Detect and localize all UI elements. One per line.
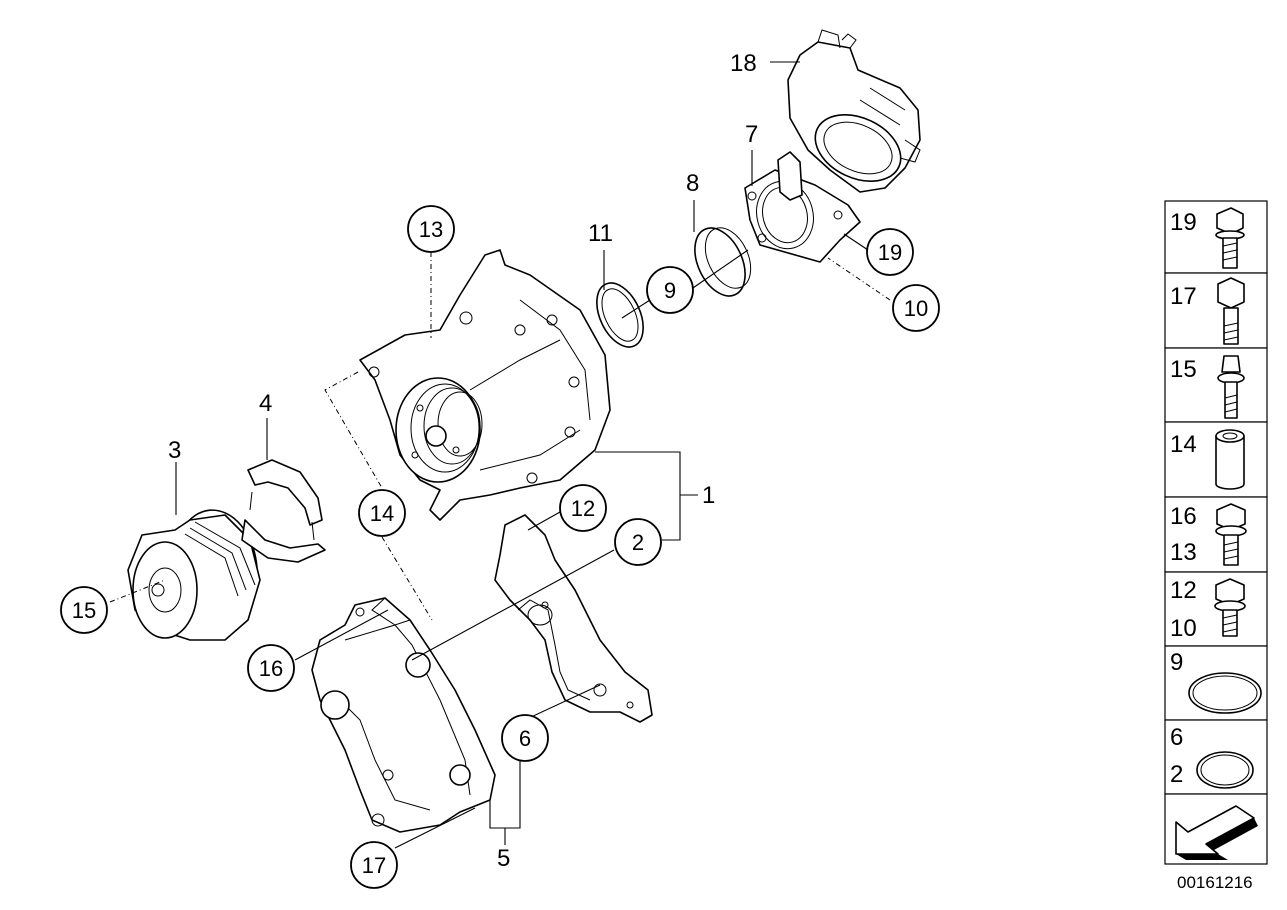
svg-text:9: 9 [664,278,676,303]
legend-cell-15: 15 [1164,347,1268,423]
part-11-seal [596,282,644,348]
callout-9: 9 [646,266,694,314]
part-7-flange [744,151,861,263]
o-ring-icon [1188,672,1262,714]
svg-text:13: 13 [419,217,443,242]
part-3-pulley [127,509,261,641]
callout-15: 15 [60,586,108,634]
callout-12: 12 [559,484,607,532]
svg-text:2: 2 [1170,761,1183,788]
svg-text:9: 9 [1170,649,1183,676]
svg-text:16: 16 [1170,503,1197,530]
circled-callouts: 13 9 19 10 14 12 2 15 [60,205,940,889]
callout-3: 3 [168,437,181,464]
callout-2: 2 [614,518,662,566]
leader-lines [109,61,891,849]
hex-bolt-long-icon [1217,277,1245,345]
callout-13: 13 [407,205,455,253]
hex-bolt-collar-icon [1215,503,1247,566]
legend-cell-6-2: 6 2 [1164,719,1268,795]
legend-cell-16-13: 16 13 [1164,496,1268,573]
callout-8: 8 [686,170,699,197]
o-ring-small-icon [1196,751,1254,789]
fastener-legend: 19 17 15 [1164,200,1268,865]
svg-text:12: 12 [1170,577,1197,604]
part-1-housing [359,249,611,521]
legend-cell-9: 9 [1164,645,1268,721]
svg-text:19: 19 [878,240,902,265]
legend-cell-arrow [1164,793,1268,865]
svg-text:17: 17 [362,853,386,878]
hex-bolt-flange-icon [1215,207,1245,269]
svg-text:10: 10 [904,296,928,321]
callout-7: 7 [745,121,758,148]
plain-callouts: 18 7 8 11 4 3 1 5 [168,50,758,872]
callout-18: 18 [730,50,757,77]
svg-text:14: 14 [1170,431,1197,458]
callout-17: 17 [350,841,398,889]
legend-cell-19: 19 [1164,200,1268,274]
callout-14: 14 [358,489,406,537]
part-8-ring [694,227,752,297]
svg-text:16: 16 [259,656,283,681]
callout-5: 5 [497,845,510,872]
svg-text:6: 6 [519,726,531,751]
part-18-housing [787,29,921,193]
part-12-gasket [494,514,653,723]
part-5-bracket [311,597,496,833]
svg-text:17: 17 [1170,283,1197,310]
torx-bolt-icon [1217,355,1245,419]
callout-10: 10 [892,284,940,332]
callout-19: 19 [866,228,914,276]
part-4-clip [241,459,326,563]
callout-1: 1 [702,482,715,509]
svg-text:15: 15 [72,598,96,623]
callout-11: 11 [588,220,613,247]
svg-text:14: 14 [370,501,394,526]
svg-text:2: 2 [632,530,644,555]
svg-text:15: 15 [1170,356,1197,383]
svg-text:10: 10 [1170,615,1197,642]
svg-text:6: 6 [1170,724,1183,751]
sleeve-icon [1215,429,1245,490]
callout-6: 6 [501,714,549,762]
svg-text:12: 12 [571,496,595,521]
svg-text:19: 19 [1170,209,1197,236]
callout-4: 4 [259,390,272,417]
svg-text:13: 13 [1170,539,1197,566]
legend-cell-14: 14 [1164,421,1268,498]
callout-16: 16 [247,644,295,692]
document-id: 00161216 [1177,873,1253,892]
legend-cell-17: 17 [1164,272,1268,349]
legend-cell-12-10: 12 10 [1164,571,1268,647]
direction-arrow-icon [1175,805,1258,860]
hex-bolt-short-icon [1214,578,1246,637]
